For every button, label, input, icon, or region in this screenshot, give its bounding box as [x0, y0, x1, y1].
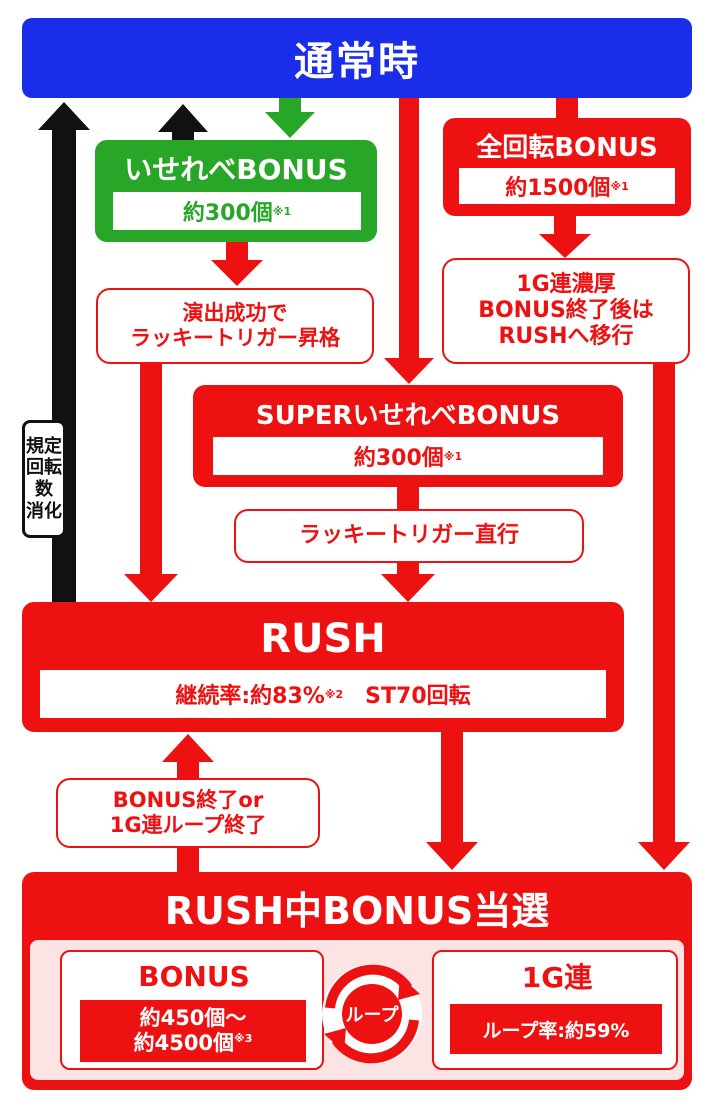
rush-bonus-win-body: BONUS 約450個～ 約4500個※3 1G連 ループ率:約59% ループ — [30, 940, 684, 1080]
normal-state-label: 通常時 — [294, 39, 420, 85]
isarebe-bonus-title: いせれべBONUS — [124, 153, 348, 186]
zenkai-followup-box: 1G連濃厚 BONUS終了後は RUSHへ移行 — [442, 258, 690, 364]
red-down-arrow-to-zenkai — [556, 98, 578, 120]
isarebe-bonus-value: 約300個 — [182, 201, 273, 226]
lucky-promotion-line1: 演出成功で — [182, 301, 288, 326]
isarebe-bonus-note: ※1 — [272, 204, 292, 218]
loop-label: ループ — [345, 1005, 399, 1026]
isarebe-bonus-value-box: 約300個※1 — [113, 192, 361, 230]
zenkai-bonus-value: 約1500個 — [505, 176, 611, 201]
zenkai-bonus-note: ※1 — [610, 179, 629, 193]
normal-state-bar: 通常時 — [22, 18, 692, 98]
loop-icon — [322, 964, 422, 1064]
rush-bonus-win-box: RUSH中BONUS当選 BONUS 約450個～ 約4500個※3 1G連 ル… — [22, 872, 692, 1090]
renchan-card-value: ループ率:約59% — [482, 1019, 630, 1042]
red-down-arrow-super-to-rush — [381, 487, 435, 602]
super-bonus-title: SUPERいせれべBONUS — [255, 400, 561, 431]
rush-info-box: 継続率:約83%※2 ST70回転 — [40, 670, 606, 718]
red-down-arrow-followup-to-bonus-win — [638, 364, 690, 870]
return-condition-line1: 規定 — [26, 435, 62, 457]
super-bonus-box: SUPERいせれべBONUS 約300個※1 — [193, 385, 623, 487]
super-bonus-note: ※1 — [443, 449, 463, 463]
zenkai-followup-line1: 1G連濃厚 — [516, 272, 616, 298]
red-down-arrow-rush-to-bonus-win — [426, 732, 478, 870]
renchan-card-value-box: ループ率:約59% — [450, 1004, 662, 1054]
lucky-promotion-line2: ラッキートリガー昇格 — [130, 326, 340, 350]
renchan-card-title: 1G連 — [521, 961, 593, 994]
rush-bonus-card-title: BONUS — [138, 959, 250, 993]
rush-bonus-card-value-box: 約450個～ 約4500個※3 — [80, 1000, 306, 1062]
rush-bonus-value-line1: 約450個～ — [139, 1005, 247, 1030]
rush-bonus-win-title: RUSH中BONUS当選 — [164, 888, 550, 933]
zenkai-followup-line3: RUSHへ移行 — [498, 323, 634, 349]
rush-bonus-value-line2: 約4500個 — [133, 1031, 235, 1055]
super-bonus-value: 約300個 — [353, 446, 444, 471]
rush-return-line2: 1G連ループ終了 — [109, 813, 267, 837]
red-down-arrow-promotion-to-rush — [124, 364, 178, 602]
super-bonus-value-box: 約300個※1 — [213, 437, 603, 475]
rush-note: ※2 — [324, 687, 344, 701]
return-condition-box: 規定 回転数 消化 — [22, 420, 66, 538]
rush-st: ST70回転 — [365, 684, 471, 709]
lucky-direct-box: ラッキートリガー直行 — [234, 509, 584, 563]
rush-return-box: BONUS終了or 1G連ループ終了 — [56, 778, 320, 848]
lucky-direct-label: ラッキートリガー直行 — [298, 523, 519, 549]
black-up-arrow-mid — [158, 104, 208, 142]
zenkai-followup-line2: BONUS終了後は — [478, 298, 654, 324]
green-down-arrow — [265, 98, 315, 138]
rush-title: RUSH — [260, 616, 386, 662]
zenkai-bonus-value-box: 約1500個※1 — [459, 168, 675, 204]
red-down-arrow-to-followup — [539, 216, 591, 258]
renchan-card: 1G連 ループ率:約59% — [432, 950, 678, 1070]
rush-return-line1: BONUS終了or — [112, 788, 264, 813]
return-condition-line2: 回転数 — [26, 457, 62, 500]
return-condition-line3: 消化 — [26, 500, 62, 522]
zenkai-bonus-box: 全回転BONUS 約1500個※1 — [443, 118, 691, 216]
red-down-arrow-to-super — [384, 98, 434, 384]
rush-bonus-note: ※3 — [234, 1032, 253, 1045]
rush-continuation: 継続率:約83% — [175, 684, 325, 709]
isarebe-bonus-box: いせれべBONUS 約300個※1 — [95, 140, 377, 242]
red-down-arrow-to-promotion — [211, 242, 263, 286]
rush-box: RUSH 継続率:約83%※2 ST70回転 — [22, 602, 624, 732]
zenkai-bonus-title: 全回転BONUS — [476, 132, 658, 163]
rush-bonus-card: BONUS 約450個～ 約4500個※3 — [60, 950, 324, 1070]
lucky-promotion-box: 演出成功で ラッキートリガー昇格 — [96, 288, 374, 364]
